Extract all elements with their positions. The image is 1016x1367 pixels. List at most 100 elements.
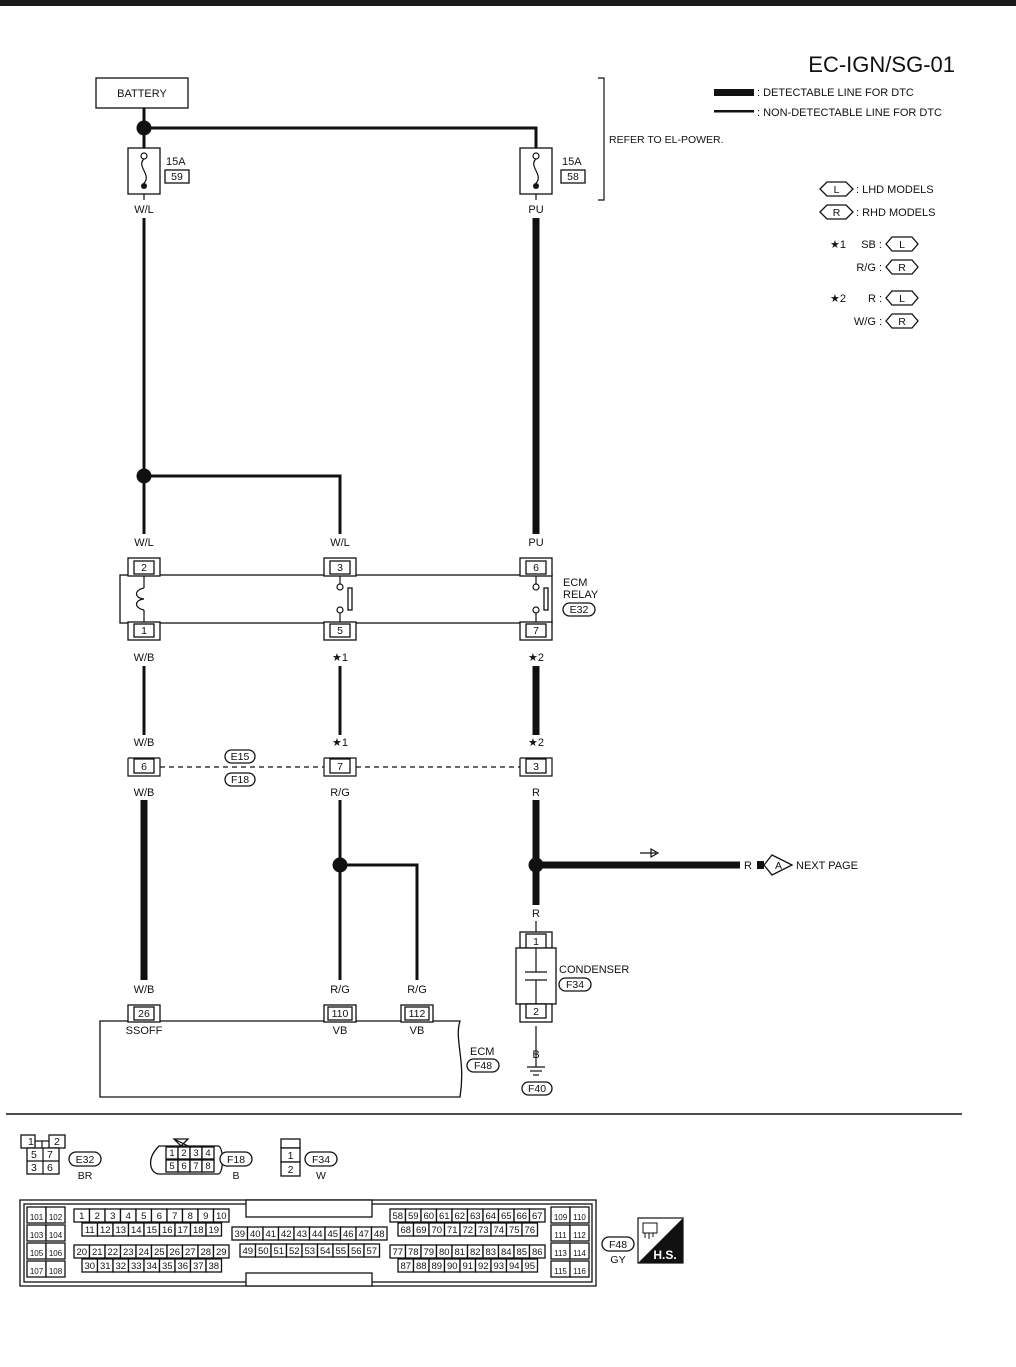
connector-pin-cell	[45, 1224, 66, 1242]
joint-connector-e15-f18: W/B ★1 ★2 6 7 3 E15 F18 W/B R/G R	[127, 737, 553, 799]
connector-pin-number: 104	[49, 1231, 63, 1240]
connector-pin-number: 15	[146, 1225, 157, 1236]
connector-pin-number: 43	[296, 1229, 307, 1240]
connector-pin-number: 50	[258, 1246, 269, 1257]
connector-pin-cell	[569, 1206, 590, 1224]
splice-dot	[332, 857, 348, 873]
ecm-unit: W/B R/G R/G 26 110 112 SSOFF VB VB ECM F…	[99, 984, 500, 1098]
connector-pin-number: 109	[554, 1213, 568, 1222]
battery-feed-wire	[144, 126, 538, 148]
svg-text:R/G: R/G	[330, 984, 350, 996]
svg-text:★1: ★1	[830, 239, 846, 251]
wire-wl-branch	[144, 474, 342, 534]
splice-dot	[528, 857, 544, 873]
connector-pin-number: 14	[131, 1225, 142, 1236]
connector-pin-cell	[528, 1244, 546, 1259]
svg-text:SSOFF: SSOFF	[126, 1025, 163, 1037]
svg-text:R/G :: R/G :	[856, 262, 882, 274]
connector-pin-number: 83	[485, 1247, 496, 1258]
svg-text:F34: F34	[566, 979, 584, 991]
connector-pin-number: 65	[501, 1211, 512, 1222]
svg-text:B: B	[232, 1170, 239, 1182]
svg-text:R: R	[532, 908, 540, 920]
connector-pin-number: 55	[335, 1246, 346, 1257]
svg-text:W/B: W/B	[134, 787, 155, 799]
connector-pin-number: 35	[162, 1261, 173, 1272]
svg-text:2: 2	[141, 562, 147, 574]
connector-pin-number: 27	[185, 1247, 196, 1258]
connector-pin-number: 8	[188, 1211, 193, 1222]
svg-text:PU: PU	[528, 204, 543, 216]
connector-pin-number: 93	[493, 1261, 504, 1272]
connector-pin-number: 63	[470, 1211, 481, 1222]
next-page-reference[interactable]: R A NEXT PAGE	[640, 847, 858, 876]
svg-text:1: 1	[141, 625, 147, 637]
svg-text:15A: 15A	[166, 156, 186, 168]
svg-text:GY: GY	[610, 1254, 625, 1266]
connector-pin-cell	[569, 1260, 590, 1278]
connector-pin-number: 89	[431, 1261, 442, 1272]
connector-pin-cell	[370, 1226, 388, 1241]
connector-pin-number: 46	[343, 1229, 354, 1240]
connector-pin-number: 45	[327, 1229, 338, 1240]
connector-pin-number: 1	[169, 1148, 174, 1159]
svg-text:7: 7	[47, 1149, 53, 1161]
svg-text:ECM: ECM	[470, 1046, 494, 1058]
svg-text:26: 26	[138, 1008, 150, 1020]
connector-pin-cell	[212, 1244, 230, 1259]
connector-pin-number: 54	[320, 1246, 331, 1257]
connector-pin-number: 42	[281, 1229, 292, 1240]
connector-pin-number: 85	[516, 1247, 527, 1258]
fuse-59: 15A 59 W/L	[127, 147, 190, 216]
connector-pin-number: 80	[439, 1247, 450, 1258]
connector-pin-number: 5	[169, 1161, 174, 1172]
connector-pin-cell	[521, 1258, 539, 1273]
connector-pin-number: 30	[84, 1261, 95, 1272]
connector-pin-number: 34	[146, 1261, 157, 1272]
svg-text:CONDENSER: CONDENSER	[559, 964, 629, 976]
connector-pin-number: 72	[462, 1225, 473, 1236]
svg-text:112: 112	[409, 1008, 426, 1020]
connector-pin-number: 26	[169, 1247, 180, 1258]
svg-text:7: 7	[337, 761, 343, 773]
wire-rg-branch	[340, 863, 419, 980]
svg-text:: RHD MODELS: : RHD MODELS	[856, 207, 935, 219]
svg-text:RELAY: RELAY	[563, 589, 599, 601]
svg-text:3: 3	[533, 761, 539, 773]
svg-text:59: 59	[171, 171, 183, 183]
svg-text:W/L: W/L	[134, 204, 154, 216]
svg-text:ECM: ECM	[563, 577, 587, 589]
svg-text:F18: F18	[231, 774, 249, 786]
connector-pin-number: 113	[554, 1249, 567, 1258]
svg-text:BR: BR	[78, 1170, 93, 1182]
detectable-line-sample	[714, 89, 754, 96]
connector-pin-number: 56	[351, 1246, 362, 1257]
connector-pin-number: 13	[115, 1225, 126, 1236]
legend-non-detectable: : NON-DETECTABLE LINE FOR DTC	[757, 107, 942, 119]
connector-pin-number: 107	[30, 1267, 44, 1276]
diagram-title: EC-IGN/SG-01	[808, 52, 955, 77]
svg-text:1: 1	[288, 1150, 294, 1162]
connector-face-f34: 1 2 F34 W	[280, 1138, 338, 1182]
connector-pin-number: 51	[273, 1246, 284, 1257]
connector-pin-number: 114	[573, 1249, 586, 1258]
svg-text:PU: PU	[528, 537, 543, 549]
connector-pin-number: 23	[123, 1247, 134, 1258]
svg-text:L: L	[899, 239, 905, 251]
svg-text:F48: F48	[609, 1239, 627, 1251]
connector-pin-number: 67	[532, 1211, 543, 1222]
connector-pin-cell	[205, 1222, 223, 1237]
connector-pin-number: 77	[392, 1247, 403, 1258]
connector-pin-number: 66	[516, 1211, 527, 1222]
connector-pin-cell	[212, 1208, 230, 1223]
connector-pin-number: 64	[485, 1211, 496, 1222]
svg-text:★1: ★1	[332, 652, 348, 664]
legend-rhd: R : RHD MODELS	[819, 204, 935, 220]
svg-text:H.S.: H.S.	[653, 1248, 676, 1262]
legend-detectable: : DETECTABLE LINE FOR DTC	[757, 87, 914, 99]
connector-pin-number: 18	[193, 1225, 204, 1236]
svg-text:15A: 15A	[562, 156, 582, 168]
connector-pin-cell	[569, 1224, 590, 1242]
svg-text:VB: VB	[410, 1025, 425, 1037]
